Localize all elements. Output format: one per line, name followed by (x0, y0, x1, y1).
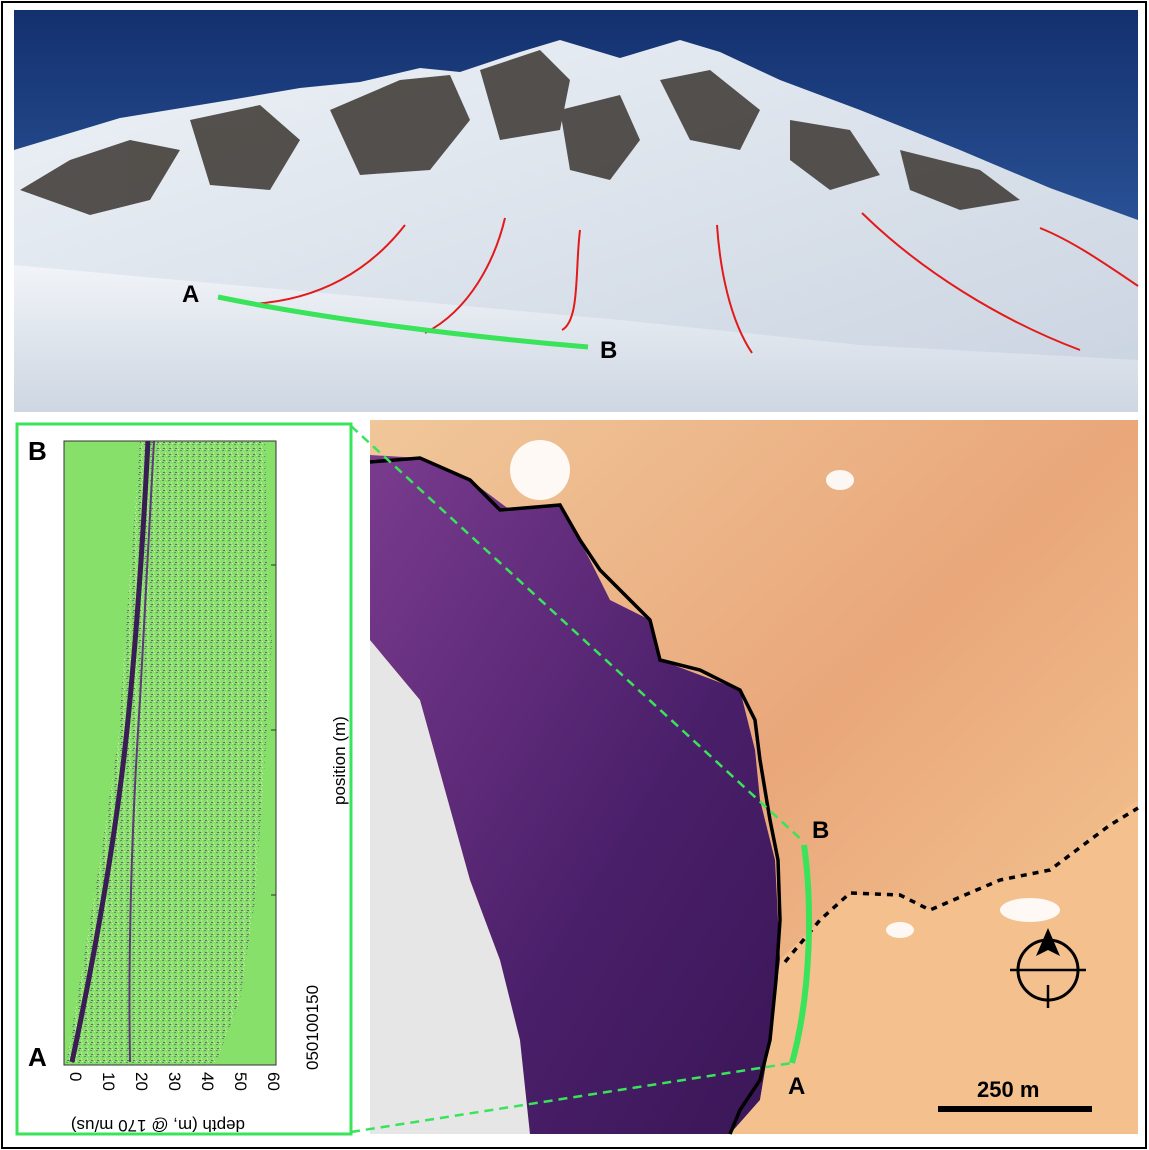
rock-outcrops (20, 50, 1020, 215)
map-rock-zone (370, 455, 780, 1134)
photo-label-b: B (600, 337, 617, 364)
avalanche-crown-lines (251, 212, 1139, 354)
xtick-0: 0 (66, 1072, 85, 1081)
radargram-x-ticks: 0 10 20 30 40 50 60 (66, 1072, 283, 1091)
xtick-50: 50 (231, 1072, 250, 1091)
photo-label-a: A (182, 281, 199, 308)
map-label-a: A (788, 1073, 805, 1100)
radargram-data (66, 441, 272, 1065)
xtick-60: 60 (264, 1072, 283, 1091)
surface-reflection (69, 440, 151, 1063)
radargram-y-ticks (271, 564, 276, 896)
radargram-xlabel: depth (m, @ 170 m/us) (71, 1116, 245, 1135)
gpr-profile-line-photo (217, 294, 589, 350)
north-arrow-icon (1010, 928, 1086, 1008)
map-label-b: B (812, 817, 829, 844)
gpr-profile-line-map (789, 844, 812, 1064)
radargram-yticks: 050100150 (303, 985, 322, 1070)
radargram-panel: B A 0 10 20 30 40 50 60 depth (m, @ 170 … (15, 422, 353, 1136)
radargram-label-b: B (28, 436, 47, 466)
map-white-area (370, 640, 530, 1134)
map-snow-patches (510, 440, 1060, 938)
map-panel: B A 250 m (369, 420, 1139, 1135)
scale-bar-line (938, 1106, 1092, 1112)
scale-bar: 250 m (938, 1077, 1092, 1112)
scale-bar-label: 250 m (977, 1077, 1039, 1102)
xtick-10: 10 (99, 1072, 118, 1091)
snow-apron (14, 265, 1138, 412)
radargram-axes (63, 440, 277, 1066)
bed-reflection (128, 440, 155, 1063)
map-boundary-line (369, 456, 782, 1135)
radargram-label-a: A (28, 1042, 47, 1072)
map-lower-snowfield (730, 800, 1138, 1134)
xtick-20: 20 (132, 1072, 151, 1091)
connector-lines (350, 425, 805, 1134)
mountain-photo: A B (14, 10, 1139, 412)
radargram-ylabel: position (m) (330, 716, 349, 805)
xtick-40: 40 (198, 1072, 217, 1091)
xtick-30: 30 (165, 1072, 184, 1091)
